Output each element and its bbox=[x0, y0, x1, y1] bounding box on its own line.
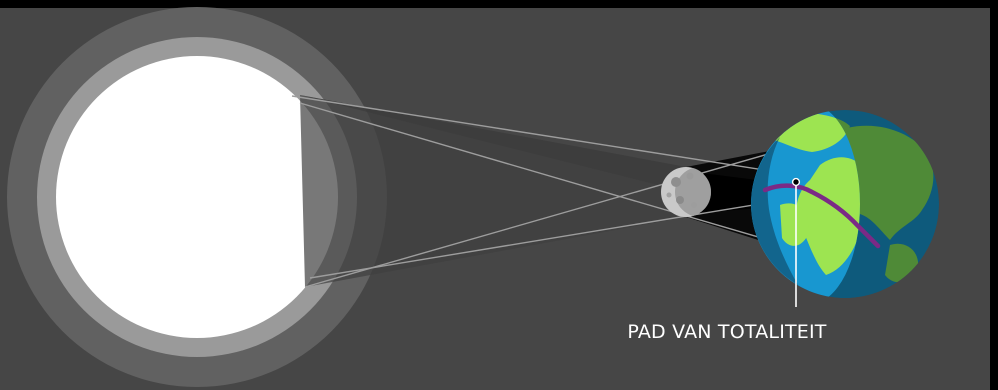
path-of-totality-label: PAD VAN TOTALITEIT bbox=[627, 321, 826, 343]
